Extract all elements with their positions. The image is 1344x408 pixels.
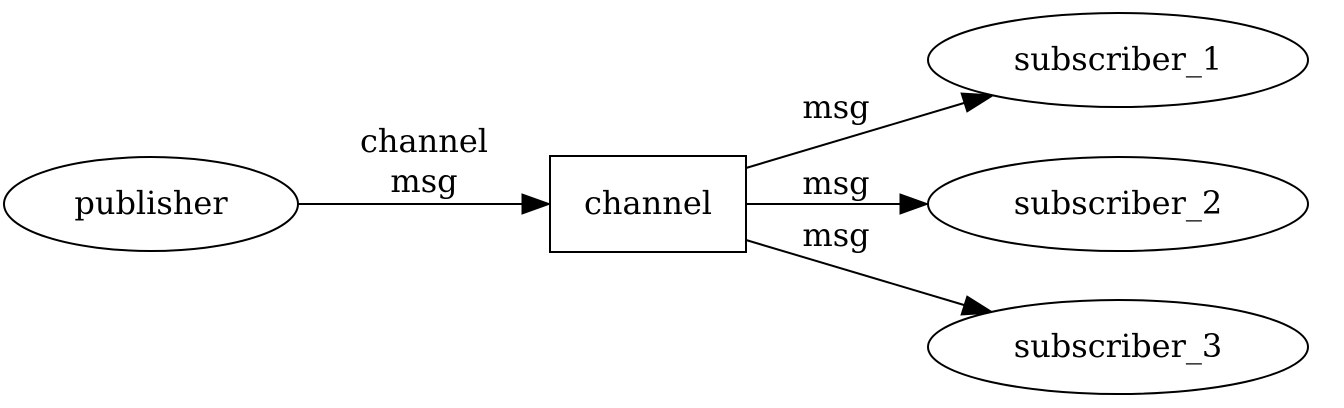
edge-channel-to-subscriber-1: msg xyxy=(745,88,996,169)
node-channel-shape xyxy=(549,155,747,253)
node-subscriber-2-label: subscriber_2 xyxy=(1014,184,1222,222)
node-subscriber-3: subscriber_3 xyxy=(927,299,1309,395)
node-subscriber-1-shape xyxy=(927,12,1309,108)
node-channel-label: channel xyxy=(584,184,712,222)
node-publisher: publisher xyxy=(3,156,299,252)
node-subscriber-2-shape xyxy=(927,156,1309,252)
node-channel: channel xyxy=(549,155,747,253)
node-subscriber-3-label: subscriber_3 xyxy=(1014,327,1222,365)
node-subscriber-3-shape xyxy=(927,299,1309,395)
node-subscriber-1: subscriber_1 xyxy=(927,12,1309,108)
edge-channel-to-subscriber-3: msg xyxy=(745,216,996,316)
edge-label-msg-1: msg xyxy=(802,88,869,126)
edge-line-channel-subscriber-1 xyxy=(745,102,965,169)
arrow-head-subscriber-1 xyxy=(960,92,996,113)
node-subscriber-1-label: subscriber_1 xyxy=(1014,40,1222,78)
edge-channel-to-subscriber-2: msg xyxy=(746,164,930,215)
edge-label-msg-3: msg xyxy=(802,216,869,254)
edge-label-msg: msg xyxy=(390,162,457,200)
node-subscriber-2: subscriber_2 xyxy=(927,156,1309,252)
edge-label-channel: channel xyxy=(360,122,488,160)
node-publisher-label: publisher xyxy=(74,184,228,222)
arrow-head-subscriber-2 xyxy=(899,193,930,215)
arrow-head-channel xyxy=(521,193,552,215)
edge-label-msg-2: msg xyxy=(802,164,869,202)
node-publisher-shape xyxy=(3,156,299,252)
arrow-head-subscriber-3 xyxy=(960,295,996,316)
edge-line-channel-subscriber-3 xyxy=(745,239,965,306)
edge-publisher-to-channel: channel msg xyxy=(298,122,552,215)
